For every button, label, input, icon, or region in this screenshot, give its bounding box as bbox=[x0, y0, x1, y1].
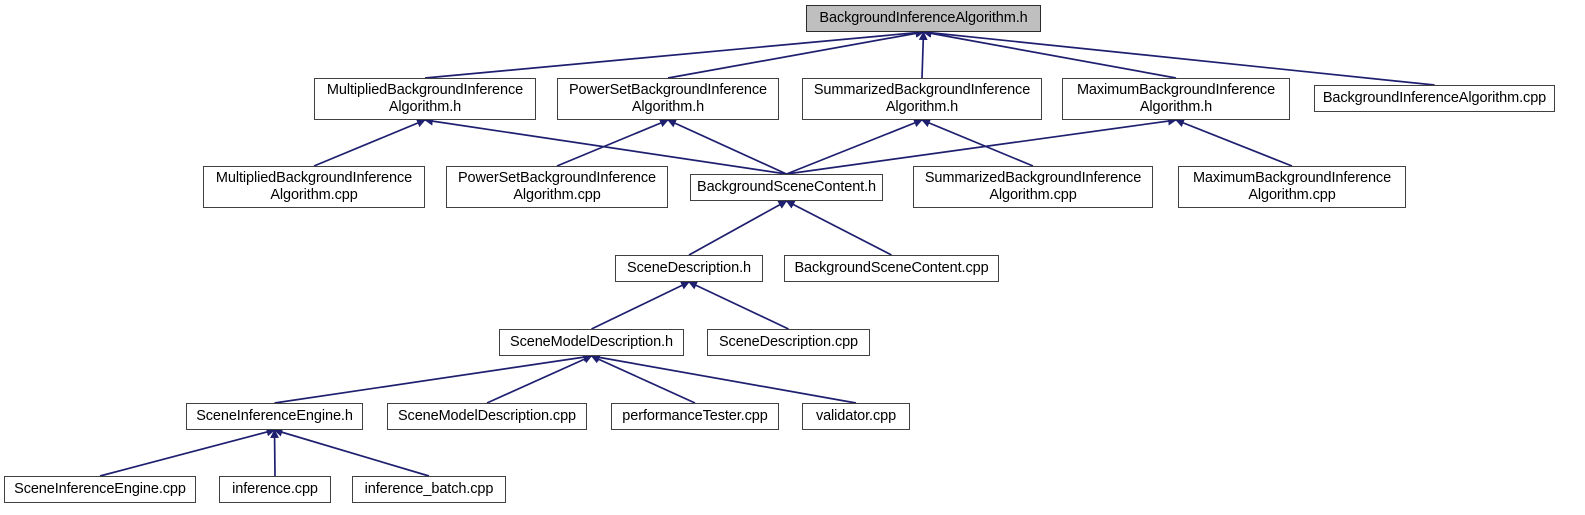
graph-edge bbox=[590, 355, 696, 404]
graph-edge bbox=[667, 29, 925, 79]
graph-node[interactable]: SceneModelDescription.cpp bbox=[387, 403, 587, 430]
graph-node[interactable]: SceneInferenceEngine.h bbox=[186, 403, 363, 430]
graph-node-label: MaximumBackgroundInference Algorithm.cpp bbox=[1192, 170, 1392, 203]
graph-node[interactable]: PowerSetBackgroundInference Algorithm.cp… bbox=[446, 166, 668, 208]
graph-edge bbox=[273, 428, 430, 477]
graph-edge bbox=[785, 200, 892, 256]
graph-edge bbox=[921, 118, 1034, 167]
graph-node[interactable]: SummarizedBackgroundInference Algorithm.… bbox=[913, 166, 1153, 208]
graph-edge bbox=[556, 118, 669, 167]
graph-node[interactable]: SceneModelDescription.h bbox=[499, 329, 684, 356]
graph-node-label: PowerSetBackgroundInference Algorithm.h bbox=[568, 82, 767, 115]
graph-node-label: BackgroundSceneContent.cpp bbox=[794, 260, 989, 276]
graph-node[interactable]: BackgroundSceneContent.cpp bbox=[784, 255, 999, 282]
graph-node-label: BackgroundInferenceAlgorithm.cpp bbox=[1322, 90, 1547, 106]
graph-edge bbox=[1175, 118, 1293, 167]
graph-node-label: inference_batch.cpp bbox=[364, 481, 494, 497]
graph-node[interactable]: SceneDescription.cpp bbox=[707, 329, 870, 356]
graph-edge bbox=[590, 353, 857, 404]
graph-edge bbox=[922, 29, 1177, 79]
graph-node[interactable]: SceneInferenceEngine.cpp bbox=[4, 476, 196, 503]
graph-node-label: SummarizedBackgroundInference Algorithm.… bbox=[813, 82, 1031, 115]
graph-node-label: validator.cpp bbox=[815, 408, 897, 424]
graph-edge bbox=[918, 31, 928, 79]
graph-node-label: SceneDescription.h bbox=[627, 260, 751, 276]
graph-edge bbox=[424, 28, 925, 79]
graph-edge bbox=[667, 119, 787, 175]
graph-node[interactable]: MultipliedBackgroundInference Algorithm.… bbox=[314, 78, 536, 120]
graph-node-label: inference.cpp bbox=[232, 481, 318, 497]
graph-edge bbox=[591, 281, 690, 330]
graph-node-label: performanceTester.cpp bbox=[622, 408, 768, 424]
graph-edge bbox=[786, 118, 923, 175]
graph-node[interactable]: performanceTester.cpp bbox=[611, 403, 779, 430]
graph-edge bbox=[313, 118, 426, 167]
graph-node-label: MultipliedBackgroundInference Algorithm.… bbox=[326, 82, 524, 115]
graph-node-label: MaximumBackgroundInference Algorithm.h bbox=[1076, 82, 1276, 115]
graph-node[interactable]: SceneDescription.h bbox=[615, 255, 763, 282]
graph-node-label: SceneModelDescription.h bbox=[510, 334, 673, 350]
graph-node-label: MultipliedBackgroundInference Algorithm.… bbox=[215, 170, 413, 203]
graph-node[interactable]: inference_batch.cpp bbox=[352, 476, 506, 503]
graph-node-label: BackgroundSceneContent.h bbox=[697, 179, 876, 195]
graph-node-label: SummarizedBackgroundInference Algorithm.… bbox=[924, 170, 1142, 203]
graph-node[interactable]: BackgroundInferenceAlgorithm.cpp bbox=[1314, 85, 1555, 112]
graph-edge bbox=[688, 200, 788, 256]
graph-node[interactable]: MaximumBackgroundInference Algorithm.cpp bbox=[1178, 166, 1406, 208]
graph-edge bbox=[274, 352, 593, 404]
graph-node[interactable]: SummarizedBackgroundInference Algorithm.… bbox=[802, 78, 1042, 120]
graph-node-label: PowerSetBackgroundInference Algorithm.cp… bbox=[457, 170, 656, 203]
graph-node[interactable]: MultipliedBackgroundInference Algorithm.… bbox=[203, 166, 425, 208]
graph-node[interactable]: inference.cpp bbox=[219, 476, 331, 503]
graph-node[interactable]: MaximumBackgroundInference Algorithm.h bbox=[1062, 78, 1290, 120]
graph-node[interactable]: BackgroundInferenceAlgorithm.h bbox=[806, 5, 1041, 32]
graph-edge bbox=[270, 429, 280, 477]
graph-node-label: SceneDescription.cpp bbox=[718, 334, 859, 350]
graph-node-label: SceneInferenceEngine.h bbox=[196, 408, 353, 424]
graph-node-label: SceneInferenceEngine.cpp bbox=[14, 481, 186, 497]
graph-node[interactable]: validator.cpp bbox=[802, 403, 910, 430]
graph-node-label: BackgroundInferenceAlgorithm.h bbox=[819, 10, 1028, 26]
graph-node[interactable]: PowerSetBackgroundInference Algorithm.h bbox=[557, 78, 779, 120]
graph-edge bbox=[688, 281, 789, 330]
graph-node-label: SceneModelDescription.cpp bbox=[397, 408, 577, 424]
graph-node[interactable]: BackgroundSceneContent.h bbox=[690, 174, 883, 201]
graph-edge bbox=[99, 427, 276, 477]
graph-edge bbox=[486, 355, 593, 404]
